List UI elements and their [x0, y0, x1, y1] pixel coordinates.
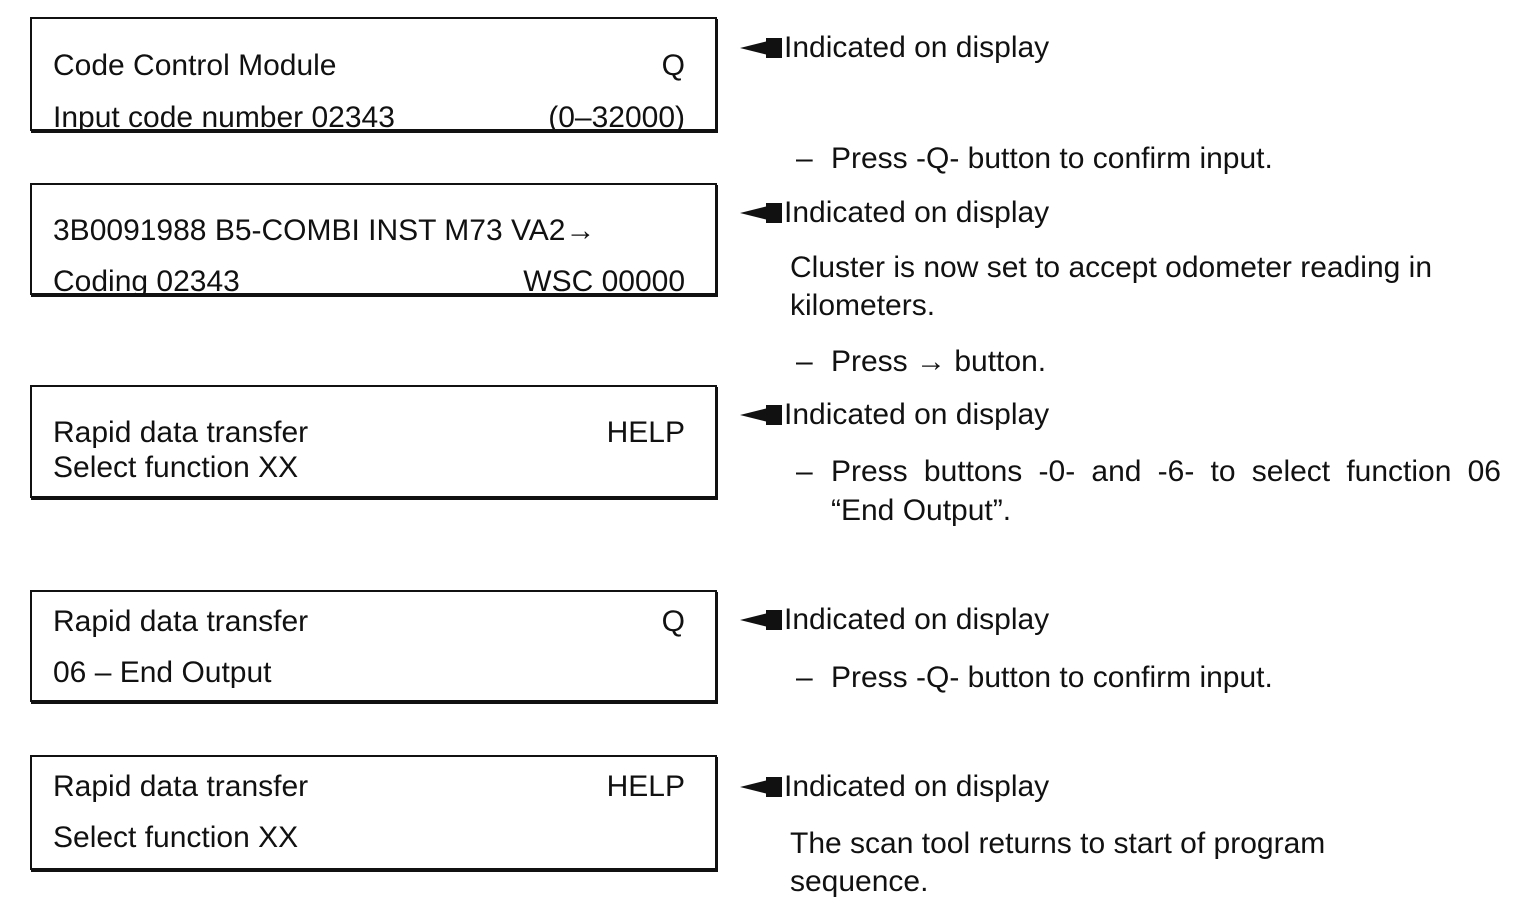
display-line-1-text: Rapid data transfer [53, 416, 309, 449]
indicator-text: Indicated on display [784, 196, 1050, 229]
display-line-2-range: (0–32000) [548, 101, 685, 134]
display-line-2: Select function XX [53, 451, 685, 485]
pointing-arrow-icon [740, 398, 784, 432]
step-dash: – [796, 142, 813, 175]
display-line-1-key: HELP [606, 770, 685, 803]
step-dash: – [796, 345, 813, 378]
indicator-text: Indicated on display [784, 770, 1050, 803]
display-line-1-key: HELP [606, 416, 685, 449]
display-line-1: Rapid data transfer Q [53, 605, 685, 639]
display-line-1-text: Rapid data transfer [53, 605, 309, 638]
indicator-3: Indicated on display [740, 398, 1049, 432]
display-line-2-text: Select function XX [53, 451, 299, 484]
step-text: Press -Q- button to confirm input. [831, 661, 1273, 694]
display-box-rapid-data-help-return: Rapid data transfer HELP Select function… [30, 755, 717, 870]
display-line-2: Select function XX [53, 821, 685, 855]
indicator-text: Indicated on display [784, 31, 1050, 64]
pointing-arrow-icon [740, 603, 784, 637]
display-line-2: Coding 02343 WSC 00000 [53, 265, 685, 299]
note-cluster-kilometers: Cluster is now set to accept odometer re… [790, 251, 1432, 322]
display-line-2: Input code number 02343 (0–32000) [53, 101, 685, 135]
indicator-4: Indicated on display [740, 603, 1049, 637]
indicator-text: Indicated on display [784, 603, 1050, 636]
display-box-code-control: Code Control Module Q Input code number … [30, 17, 717, 134]
instruction-step-1: – Press -Q- button to confirm input. [796, 139, 1356, 178]
step-dash: – [796, 455, 813, 488]
display-line-2-text: Coding 02343 [53, 265, 240, 298]
step-text: Press → button. [831, 345, 1047, 378]
display-line-1-text: 3B0091988 B5-COMBI INST M73 VA2→ [53, 214, 596, 247]
display-line-2-text: Select function XX [53, 821, 299, 854]
step-dash: – [796, 661, 813, 694]
indicator-1: Indicated on display [740, 31, 1049, 65]
display-line-1-key: Q [661, 605, 685, 638]
display-line-1: Rapid data transfer HELP [53, 416, 685, 450]
pointing-arrow-icon [740, 196, 784, 230]
display-line-1-key: Q [661, 49, 685, 82]
display-line-2: 06 – End Output [53, 656, 685, 690]
display-line-1-text: Code Control Module [53, 49, 337, 82]
indicator-2: Indicated on display [740, 196, 1049, 230]
instruction-step-4: – Press -Q- button to confirm input. [796, 658, 1356, 697]
display-box-coding: 3B0091988 B5-COMBI INST M73 VA2→ Coding … [30, 183, 717, 298]
step-text: Press buttons -0- and -6- to select func… [831, 455, 1501, 527]
display-box-end-output: Rapid data transfer Q 06 – End Output [30, 590, 717, 702]
display-line-1-text: Rapid data transfer [53, 770, 309, 803]
display-line-1: Rapid data transfer HELP [53, 770, 685, 804]
pointing-arrow-icon [740, 770, 784, 804]
note-scan-tool-return: The scan tool returns to start of progra… [790, 827, 1326, 898]
indicator-text: Indicated on display [784, 398, 1050, 431]
display-line-1: 3B0091988 B5-COMBI INST M73 VA2→ [53, 214, 685, 248]
display-box-rapid-data-help: Rapid data transfer HELP Select function… [30, 385, 717, 498]
indicator-5: Indicated on display [740, 770, 1049, 804]
display-line-2-wsc: WSC 00000 [523, 265, 685, 298]
instruction-step-2: – Press → button. [796, 342, 1356, 381]
display-line-2-text: Input code number 02343 [53, 101, 395, 134]
display-line-2-text: 06 – End Output [53, 656, 272, 689]
instruction-step-3: – Press buttons -0- and -6- to select fu… [796, 452, 1501, 530]
step-text: Press -Q- button to confirm input. [831, 142, 1273, 175]
display-line-1: Code Control Module Q [53, 49, 685, 83]
pointing-arrow-icon [740, 31, 784, 65]
